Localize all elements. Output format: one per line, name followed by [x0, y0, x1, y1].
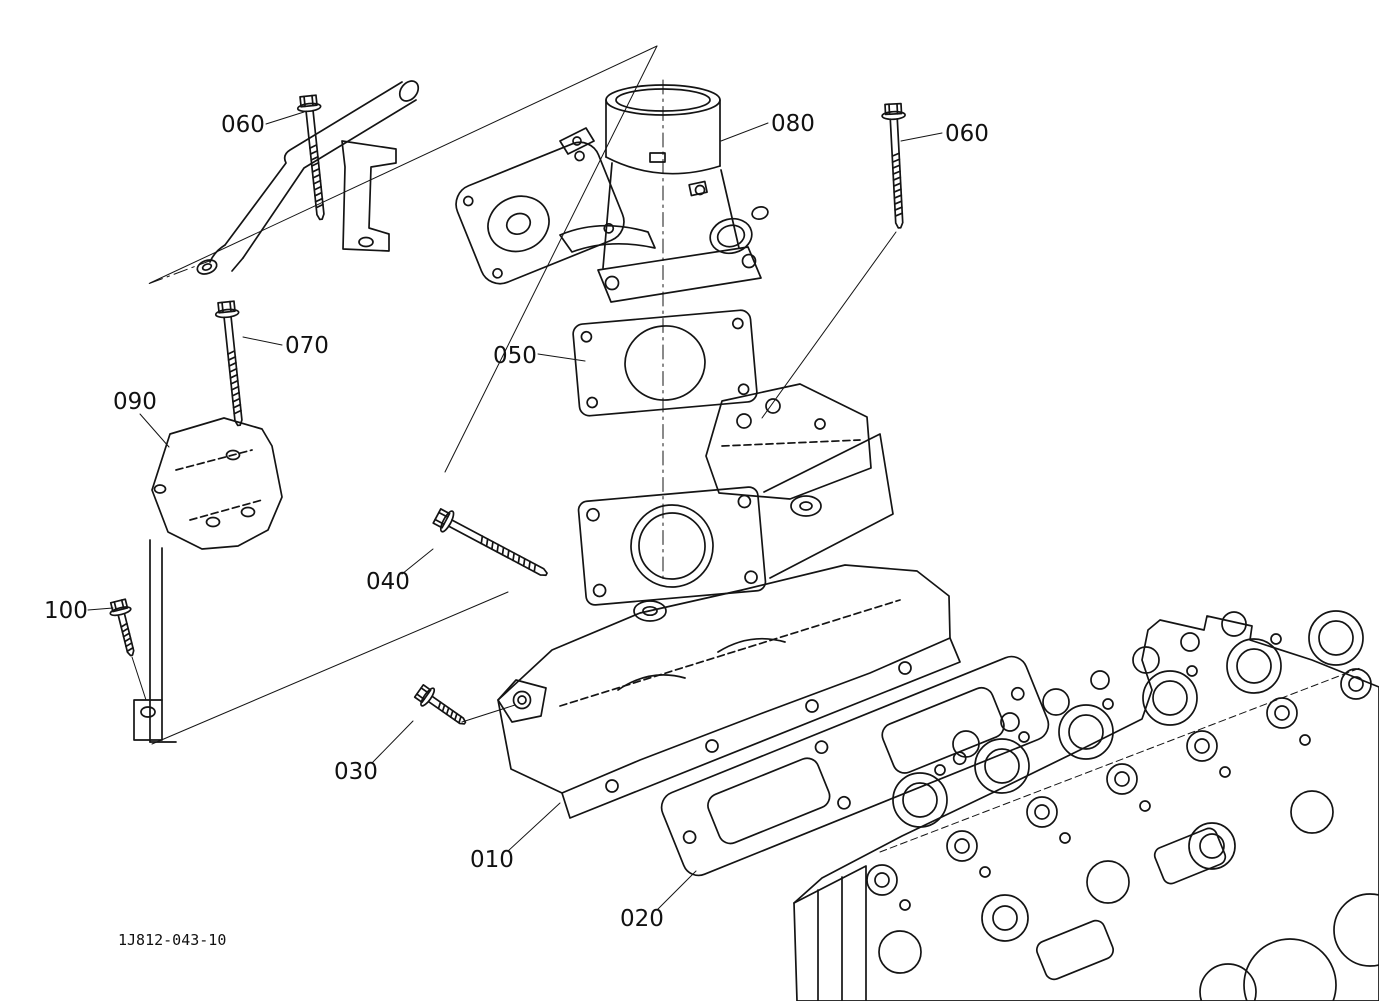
cylinder-head — [793, 610, 1379, 1001]
drawing-code: 1J812-043-10 — [118, 931, 226, 949]
bolt-060-right — [880, 102, 912, 230]
throttle-gasket-050 — [572, 309, 758, 417]
head-ports — [952, 611, 1247, 758]
throttle-body-080 — [455, 84, 769, 303]
valve-spring-seats — [892, 610, 1364, 828]
bolt-030 — [412, 681, 472, 733]
bracket-foot — [133, 699, 163, 741]
callout-060-left: 060 — [221, 112, 265, 138]
bolt-060-left — [295, 93, 334, 222]
bolt-100 — [106, 597, 143, 659]
callout-050: 050 — [493, 343, 537, 369]
actuator-housing — [455, 141, 625, 285]
callout-060-right: 060 — [945, 121, 989, 147]
callout-100: 100 — [44, 598, 88, 624]
bolt-040 — [430, 504, 553, 586]
breather-pipe — [196, 80, 420, 275]
manifold-riser — [577, 383, 894, 606]
manifold-gasket-020 — [660, 655, 1050, 877]
callout-090: 090 — [113, 389, 157, 415]
head-screw-holes — [899, 633, 1311, 911]
manifold-ear — [497, 679, 547, 723]
callout-010: 010 — [470, 847, 514, 873]
bolt-070 — [213, 299, 252, 428]
callout-030: 030 — [334, 759, 378, 785]
throttle-linkage — [559, 224, 656, 253]
head-lower-features — [878, 790, 1379, 1001]
construction-lines — [131, 45, 897, 745]
callout-020: 020 — [620, 906, 664, 932]
callout-080: 080 — [771, 111, 815, 137]
callout-040: 040 — [366, 569, 410, 595]
pipe-strap — [341, 140, 397, 252]
bracket-090 — [133, 417, 283, 743]
head-bosses — [866, 668, 1372, 896]
intake-manifold-010 — [497, 564, 961, 819]
centerline-pipe — [147, 259, 213, 285]
leader-lines — [87, 111, 943, 910]
callout-070: 070 — [285, 333, 329, 359]
